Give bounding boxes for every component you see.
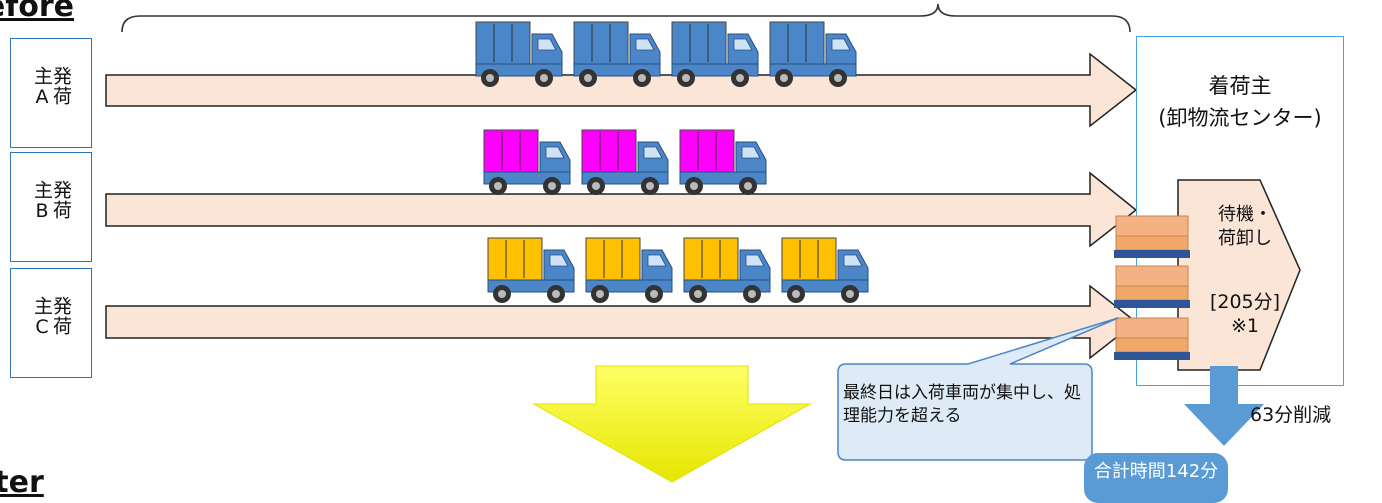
consignee-line2: (卸物流センター)	[1158, 106, 1322, 130]
shipper-b: 発荷主B	[10, 152, 92, 262]
flow-arrow-a	[105, 52, 1138, 128]
waiting-time: [205分] ※1	[1195, 290, 1295, 338]
truck-a-1	[475, 21, 563, 87]
truck-b-3	[679, 129, 767, 195]
waiting-label: 待機・ 荷卸し	[1195, 203, 1295, 251]
group-brace	[121, 3, 1131, 33]
shipper-c-label: 発荷主C	[31, 296, 72, 339]
truck-a-4	[769, 21, 857, 87]
truck-a-2	[573, 21, 661, 87]
before-heading: Before	[0, 0, 75, 24]
shipper-c: 発荷主C	[10, 268, 92, 378]
truck-c-4	[781, 237, 869, 303]
waiting-line1: 待機・	[1218, 204, 1272, 225]
reduction-label: 63分削減	[1250, 404, 1332, 426]
down-arrow	[532, 365, 812, 483]
truck-c-3	[683, 237, 771, 303]
trucks-row-b	[483, 129, 767, 195]
flow-arrow-b	[105, 171, 1138, 248]
flow-arrow-c	[105, 284, 1138, 360]
waiting-note: ※1	[1230, 315, 1259, 337]
total-time-badge: 合計時間142分	[1084, 453, 1228, 503]
consignee-line1: 着荷主	[1208, 74, 1272, 98]
waiting-time-value: [205分]	[1209, 291, 1281, 313]
truck-a-3	[671, 21, 759, 87]
truck-b-1	[483, 129, 571, 195]
waiting-line2: 荷卸し	[1218, 228, 1272, 249]
callout-text: 最終日は入荷車両が集中し、処理能力を超える	[843, 383, 1081, 426]
trucks-row-c	[487, 237, 869, 303]
shipper-a: 発荷主A	[10, 38, 92, 148]
consignee-title: 着荷主 (卸物流センター)	[1136, 70, 1344, 134]
shipper-b-label: 発荷主B	[31, 180, 72, 223]
trucks-row-a	[475, 21, 857, 87]
truck-b-2	[581, 129, 669, 195]
after-heading: After	[0, 465, 44, 500]
truck-c-2	[585, 237, 673, 303]
truck-c-1	[487, 237, 575, 303]
shipper-a-label: 発荷主A	[31, 66, 72, 109]
